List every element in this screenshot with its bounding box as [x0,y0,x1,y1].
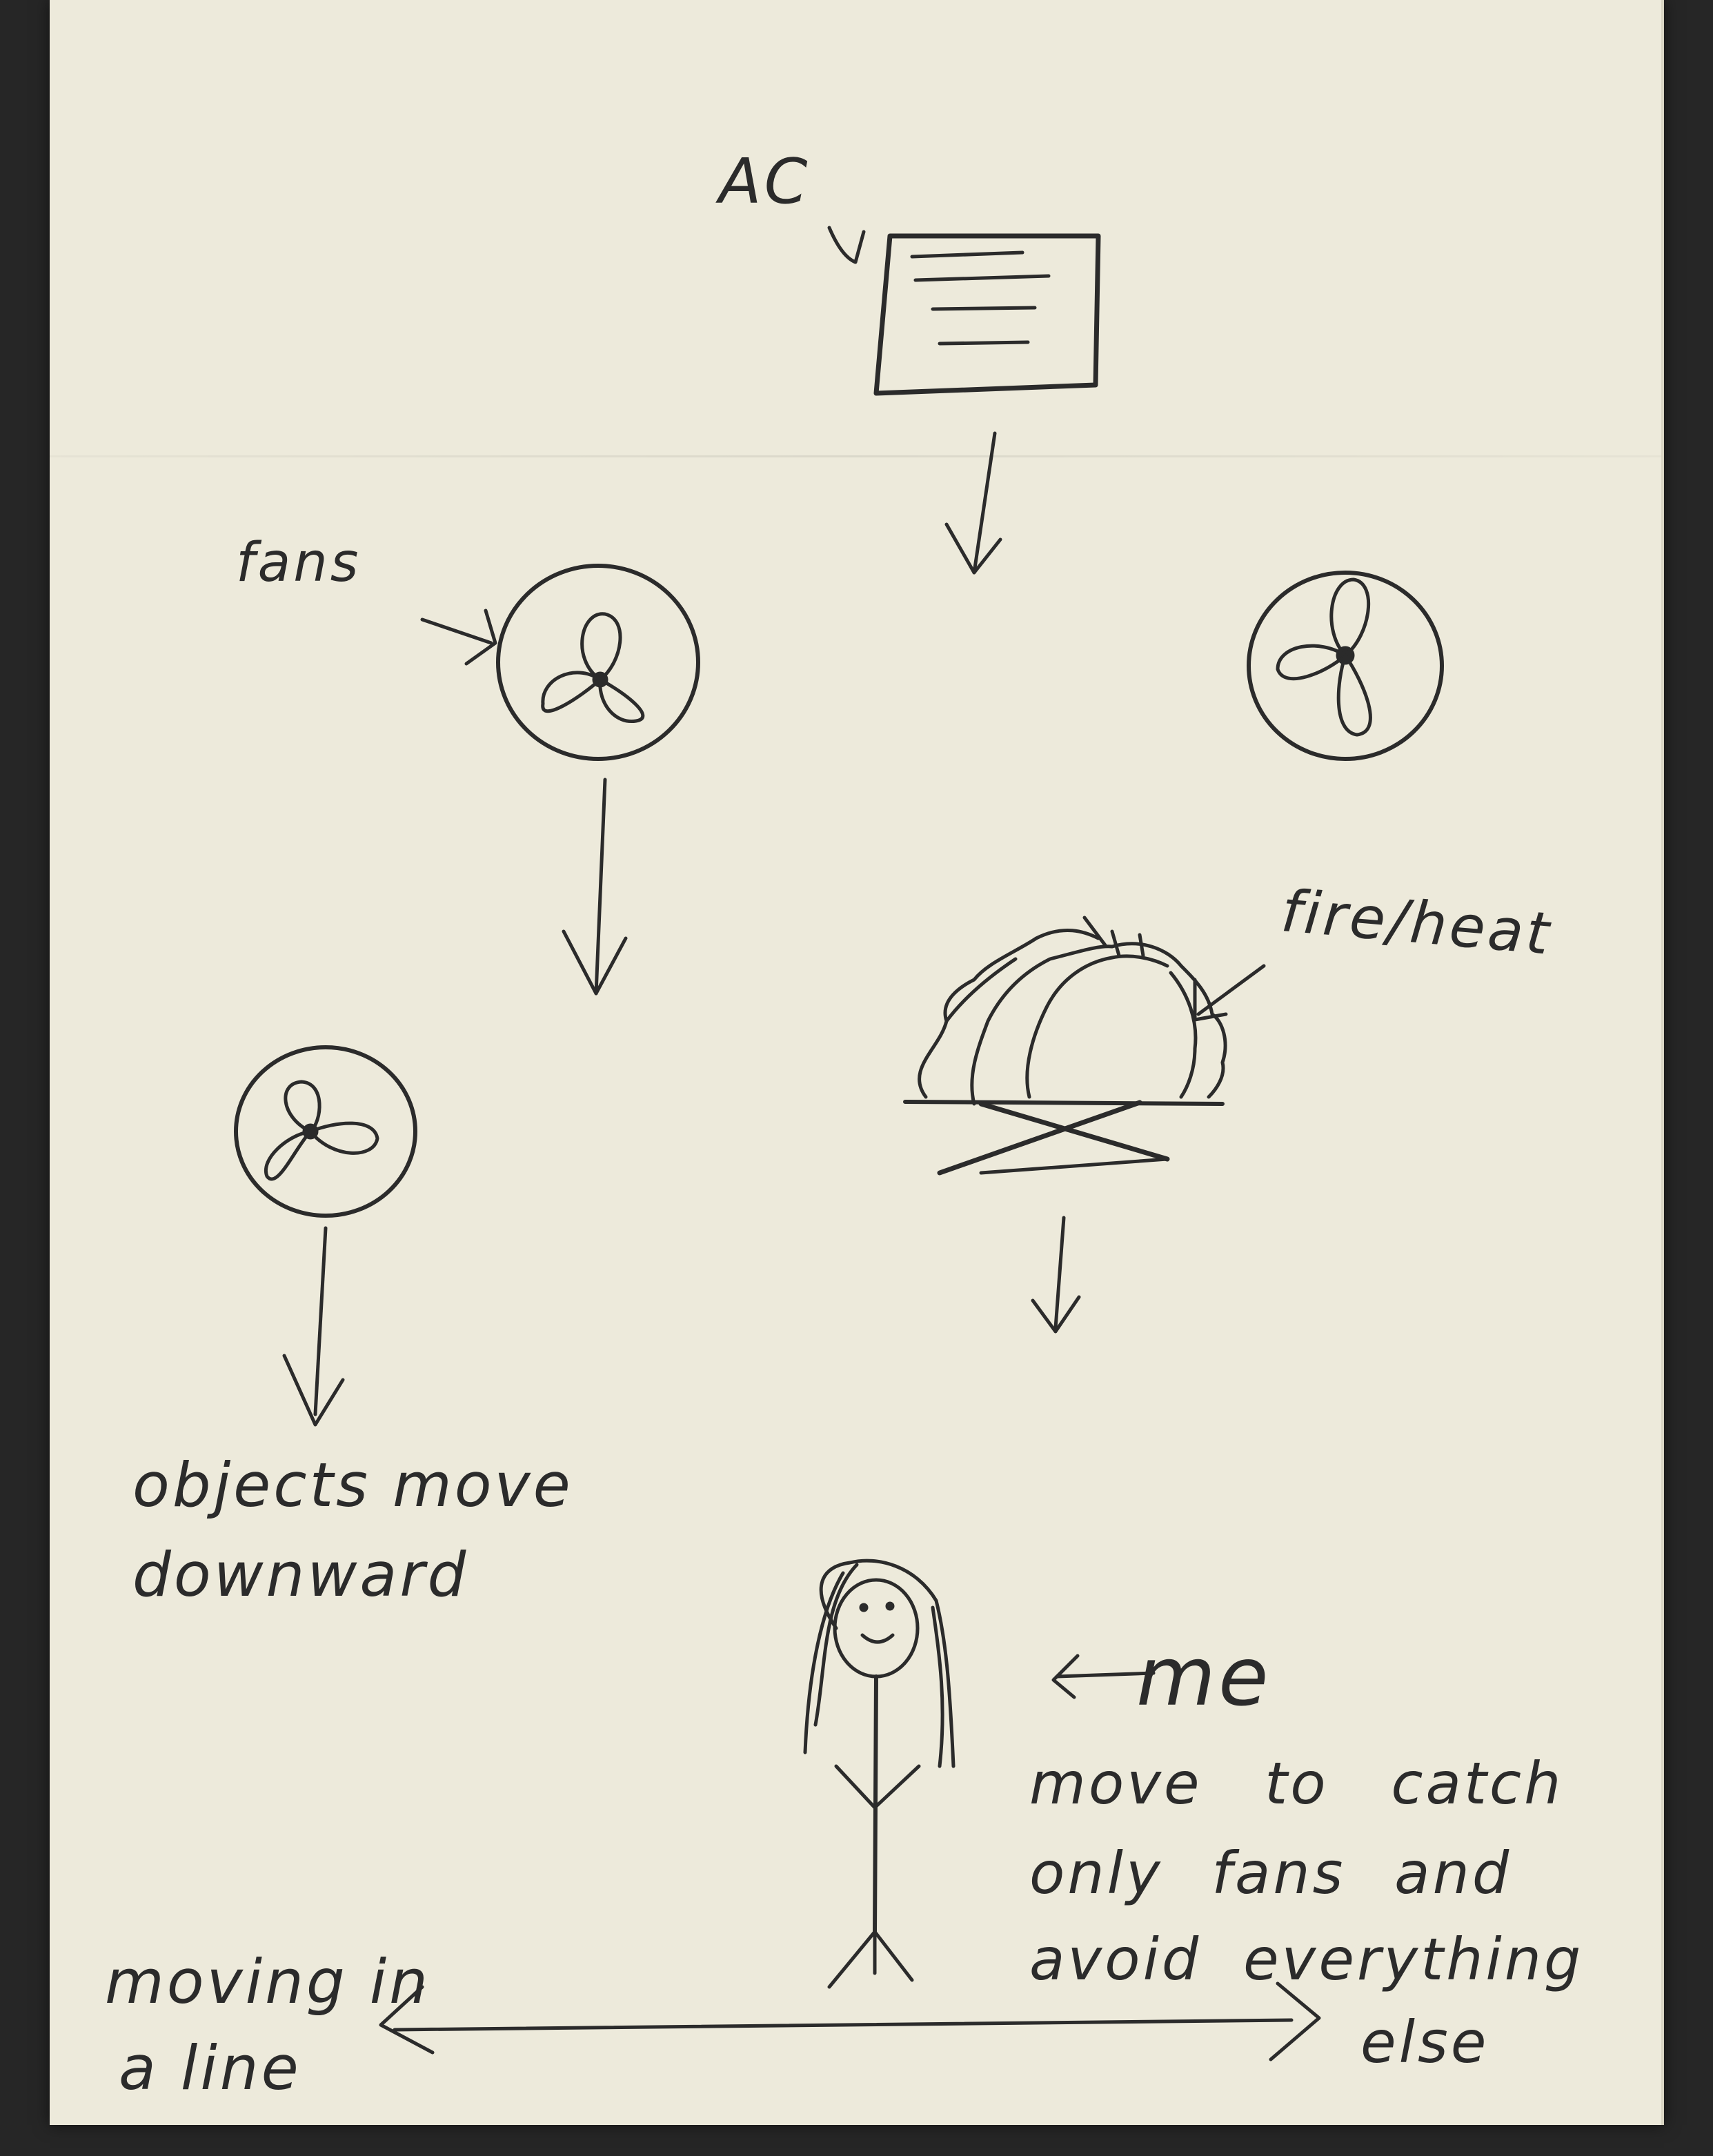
instruction-line-1: move to catch [1029,1750,1564,1817]
stick-figure-icon [803,1559,955,1989]
fan-icon [1247,571,1444,761]
objects-move-label-line-1: objects move [132,1450,573,1521]
instruction-line-3: avoid everything [1029,1926,1584,1993]
moving-label-line-2: a line [119,2033,301,2104]
ac-pointer [827,226,866,264]
paper-sheet: AC fans fire/heat objects move downward … [50,0,1664,2125]
ac-label: AC [719,146,811,218]
fire-icon [903,916,1227,1176]
fire-pointer-arrow [1193,964,1266,1022]
fan-icon [234,1045,417,1218]
fans-label: fans [236,532,362,594]
moving-line-arrow [379,1981,1321,2061]
ac-unit-icon [873,233,1101,396]
fire-down-arrow [1031,1216,1081,1334]
fan-1-down-arrow [562,778,628,996]
sketch-drawing [234,226,1444,2061]
ac-down-arrow [944,431,1002,575]
moving-label-line-1: moving in [105,1946,430,2017]
instruction-line-4: else [1360,2008,1489,2076]
me-pointer-arrow [1051,1654,1156,1699]
fan-icon [496,564,700,761]
fan-3-down-arrow [282,1226,345,1427]
me-label: me [1136,1629,1271,1724]
objects-move-label-line-2: downward [132,1539,469,1610]
instruction-line-2: only fans and [1029,1839,1512,1907]
fans-pointer-arrow [420,609,497,666]
